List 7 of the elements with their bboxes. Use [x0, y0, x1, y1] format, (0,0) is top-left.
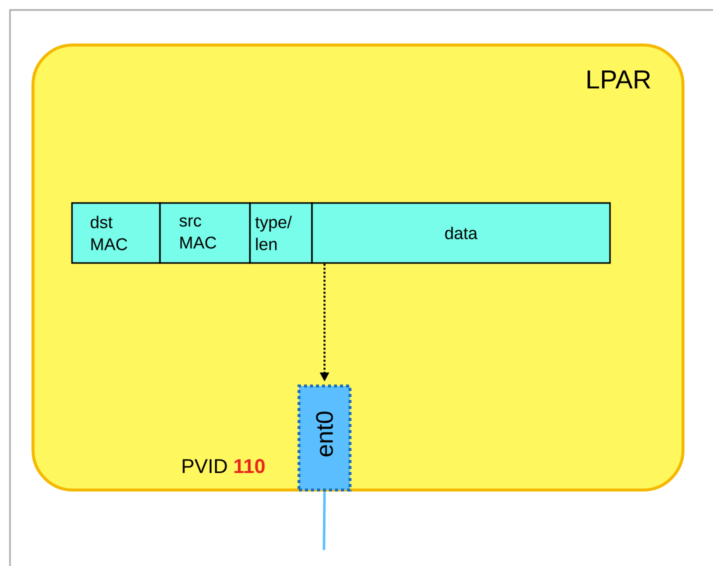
pvid-number: 110	[234, 459, 265, 474]
pvid-label: PVID	[182, 459, 227, 473]
frame-field: dst MAC	[71, 202, 161, 264]
frame-field: src MAC	[159, 202, 251, 264]
cable-line	[322, 491, 326, 550]
port-box: ent0	[298, 384, 352, 492]
frame-field: type/ len	[249, 202, 313, 264]
